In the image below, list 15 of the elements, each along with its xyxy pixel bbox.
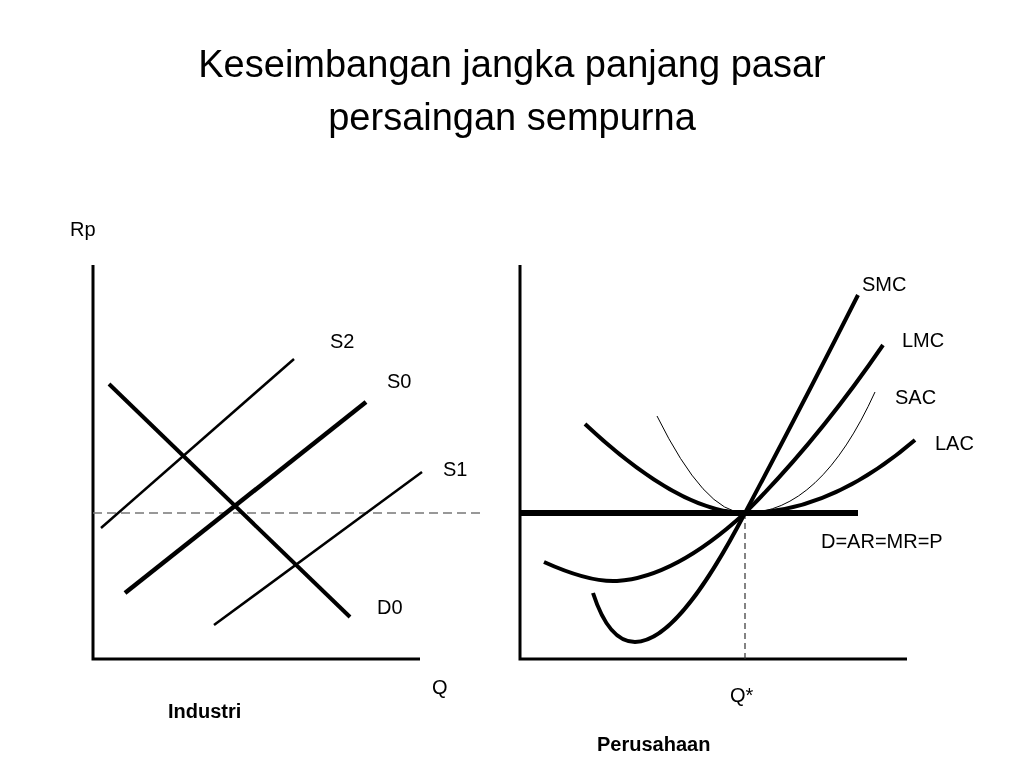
curve-label: SAC <box>895 386 937 409</box>
curve-label: S0 <box>387 370 412 393</box>
axis-label: Rp <box>70 218 96 241</box>
curve-label: LAC <box>935 432 974 455</box>
curve-label: S2 <box>330 330 355 353</box>
panel-caption: Perusahaan <box>597 733 711 756</box>
slide-title: Keseimbangan jangka panjang pasar persaingan sempurna <box>197 42 827 140</box>
curve-label: D=AR=MR=P <box>821 530 943 553</box>
axis-label: Q* <box>730 684 754 707</box>
axis-label: Q <box>432 676 448 699</box>
curve-label: S1 <box>443 458 468 481</box>
curve-label: SMC <box>862 273 907 296</box>
panel-caption: Industri <box>168 700 242 723</box>
curve-label: D0 <box>377 596 403 619</box>
curve-label: LMC <box>902 329 945 352</box>
